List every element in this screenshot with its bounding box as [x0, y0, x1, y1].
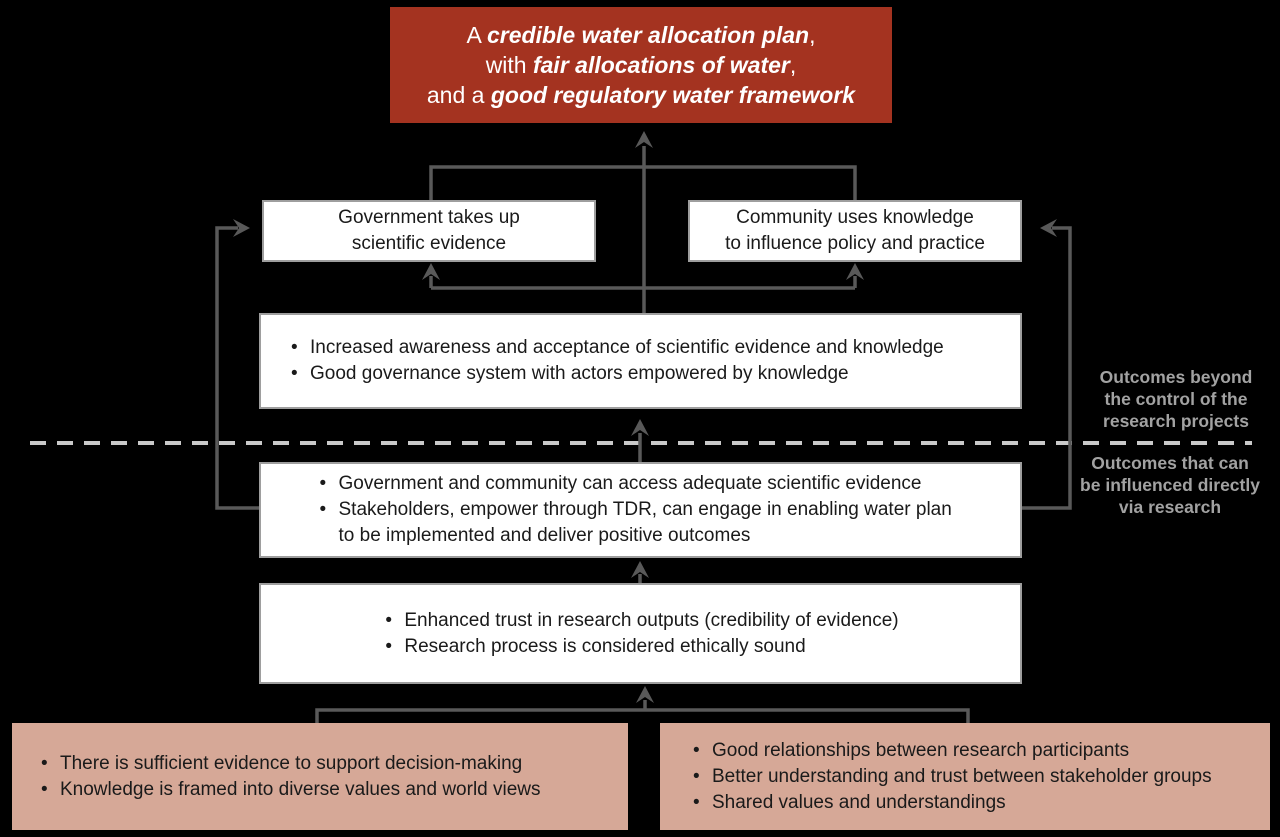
access-bullet-list: Government and community can access adeq… [317, 471, 965, 549]
goal-line: with fair allocations of water, [427, 50, 855, 80]
awareness-outcomes-box: Increased awareness and acceptance of sc… [259, 313, 1022, 409]
bracket-foundation-to-trust [315, 708, 970, 723]
foundation-evidence-bullet-list: There is sufficient evidence to support … [38, 751, 541, 803]
bullet-item: Stakeholders, empower through TDR, can e… [317, 497, 965, 549]
zone-label-line: via research [1118, 497, 1222, 517]
bracket-top-boxes-to-goal [429, 165, 857, 200]
plain-text: with [485, 52, 533, 78]
bullet-item: Government and community can access adeq… [317, 471, 965, 497]
zone-label-line: be influenced directly [1080, 475, 1260, 495]
zone-label-line: the control of the [1104, 389, 1248, 409]
text-line: scientific evidence [351, 233, 507, 254]
community-influence-text: Community uses knowledge to influence pol… [725, 205, 985, 257]
arrow-awareness-to-goal-head [635, 131, 653, 148]
foundation-relationships-box: Good relationships between research part… [660, 723, 1270, 830]
arrow-access-to-awareness-head [631, 419, 649, 436]
loop-access-to-community-stem [1021, 226, 1072, 510]
bullet-item: Research process is considered ethically… [382, 634, 898, 660]
plain-text: and a [426, 82, 491, 108]
community-influence-box: Community uses knowledge to influence pol… [688, 200, 1022, 262]
loop-access-to-government-head [233, 219, 250, 237]
zone-label-line: Outcomes beyond [1099, 367, 1253, 387]
goal-line: A credible water allocation plan, [427, 20, 855, 50]
arrow-trust-to-access-head [631, 561, 649, 578]
loop-access-to-government-stem [215, 226, 260, 510]
goal-box-text: A credible water allocation plan,with fa… [427, 20, 855, 110]
goal-line: and a good regulatory water framework [427, 80, 855, 110]
government-uptake-box: Government takes up scientific evidence [262, 200, 596, 262]
loop-access-to-community-head [1040, 219, 1057, 237]
text-line: to influence policy and practice [725, 233, 985, 254]
foundation-relationships-bullet-list: Good relationships between research part… [690, 738, 1212, 816]
arrow-to-government-head [422, 263, 440, 280]
bullet-item: There is sufficient evidence to support … [38, 751, 541, 777]
emphasized-text: fair allocations of water [532, 52, 790, 78]
arrow-foundation-to-trust-head [636, 686, 654, 703]
bullet-item: Better understanding and trust between s… [690, 764, 1212, 790]
trust-outcomes-box: Enhanced trust in research outputs (cred… [259, 583, 1022, 684]
zone-label-line: research projects [1103, 411, 1249, 431]
arrow-to-community-head [846, 263, 864, 280]
plain-text: , [789, 52, 797, 78]
text-line: Community uses knowledge [736, 207, 974, 228]
trust-bullet-list: Enhanced trust in research outputs (cred… [382, 608, 898, 660]
bullet-item: Good governance system with actors empow… [288, 361, 944, 387]
access-outcomes-box: Government and community can access adeq… [259, 462, 1022, 558]
text-line: Government takes up [338, 207, 520, 228]
emphasized-text: good regulatory water framework [490, 82, 856, 108]
bullet-item: Shared values and understandings [690, 790, 1212, 816]
awareness-bullet-list: Increased awareness and acceptance of sc… [288, 335, 944, 387]
plain-text: , [809, 22, 816, 48]
bullet-item: Good relationships between research part… [690, 738, 1212, 764]
bullet-item: Increased awareness and acceptance of sc… [288, 335, 944, 361]
goal-box: A credible water allocation plan,with fa… [390, 7, 892, 123]
zone-label-line: Outcomes that can [1091, 453, 1249, 473]
foundation-evidence-box: There is sufficient evidence to support … [12, 723, 628, 830]
bullet-item: Enhanced trust in research outputs (cred… [382, 608, 898, 634]
government-uptake-text: Government takes up scientific evidence [338, 205, 520, 257]
plain-text: A [466, 22, 487, 48]
bullet-item: Knowledge is framed into diverse values … [38, 777, 541, 803]
emphasized-text: credible water allocation plan [486, 22, 810, 48]
